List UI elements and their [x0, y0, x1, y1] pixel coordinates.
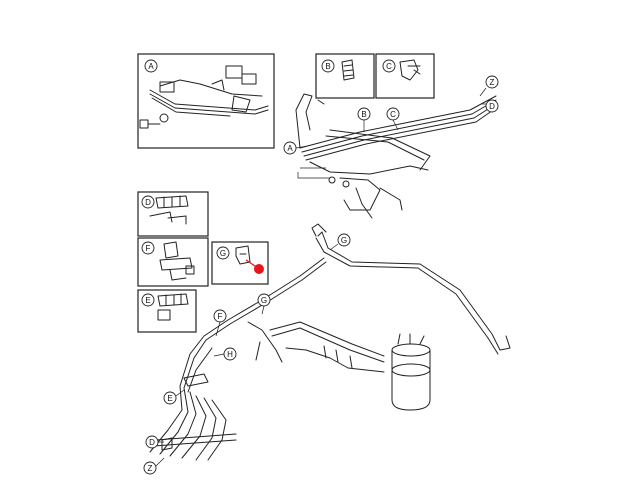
callout-b-bundle-label: B [361, 110, 366, 119]
detail-box-c: C [375, 53, 435, 99]
callout-g-box-label: G [220, 249, 226, 258]
callout-f-box-label: F [146, 244, 151, 253]
detail-box-g: G [211, 241, 269, 285]
callout-e-line-label: E [167, 394, 172, 403]
detail-box-e: E [137, 289, 197, 333]
callout-a-bundle-label: A [287, 144, 293, 153]
highlight-marker-dot [254, 264, 264, 274]
callout-a-label: A [148, 62, 154, 71]
underbody-fuel-lines: G G F H E D Z [143, 223, 511, 475]
callout-d-box-label: D [145, 198, 151, 207]
callout-g-upper-label: G [341, 236, 347, 245]
detail-box-d: D [137, 191, 209, 237]
callout-b-label: B [325, 62, 330, 71]
detail-box-f: F [137, 237, 209, 287]
engine-line-bundle: A B C Z D [283, 75, 499, 219]
detail-box-b: B [315, 53, 375, 99]
callout-c-bundle-label: C [390, 110, 396, 119]
callout-f-line-label: F [218, 312, 223, 321]
callout-d-bottom-label: D [149, 438, 155, 447]
callout-h-label: H [227, 350, 233, 359]
callout-c-label: C [386, 62, 392, 71]
detail-box-a: A [137, 53, 275, 149]
callout-g-mid-label: G [261, 296, 267, 305]
callout-d-top-label: D [489, 102, 495, 111]
callout-z-top-label: Z [490, 78, 495, 87]
callout-e-box-label: E [145, 296, 150, 305]
callout-z-bottom-label: Z [148, 464, 153, 473]
